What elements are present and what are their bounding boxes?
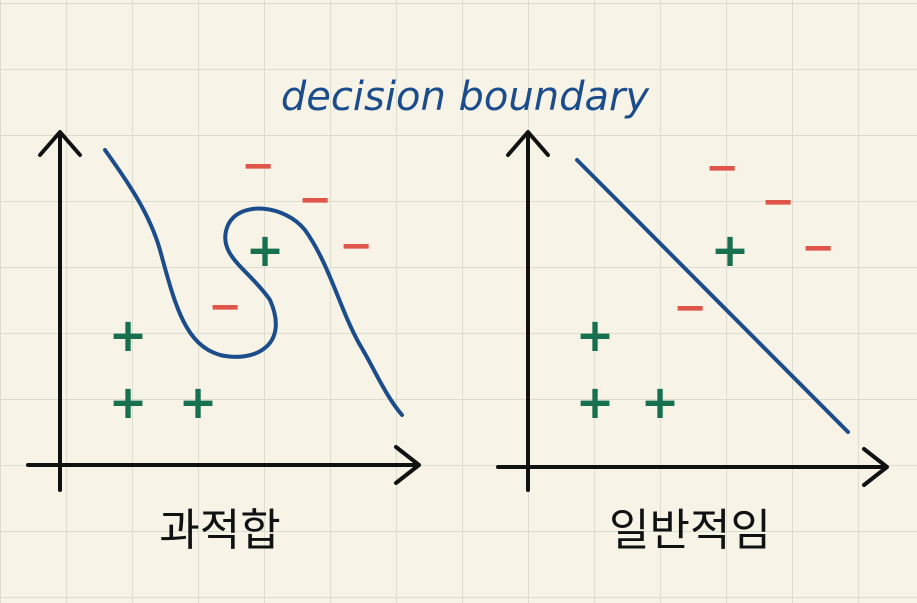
minus-point: − [673, 285, 707, 331]
minus-point: − [298, 177, 332, 223]
caption-overfitting: 과적합 [159, 505, 280, 556]
plus-point: + [179, 375, 218, 429]
minus-point: − [241, 143, 275, 189]
plus-point: + [711, 223, 750, 277]
diagram-title: decision boundary [281, 74, 651, 120]
general-boundary-line [575, 158, 850, 434]
caption-generalization: 일반적임 [609, 505, 771, 556]
minus-point: − [761, 179, 795, 225]
overfit-boundary-curve [103, 148, 404, 417]
plus-point: + [109, 308, 148, 362]
panel-generalization: + + + + − − − − 일반적임 [496, 130, 889, 556]
x-axis-arrow-left [394, 445, 421, 485]
plus-point: + [109, 375, 148, 429]
panel-overfitting: + + + + − − − − 과적합 [26, 130, 421, 556]
plus-point: + [641, 375, 680, 429]
y-axis-arrow-left [38, 130, 82, 157]
x-axis-arrow-right [862, 447, 889, 487]
plus-point: + [246, 223, 285, 277]
plus-point: + [576, 308, 615, 362]
minus-point: − [801, 225, 835, 271]
minus-point: − [208, 284, 242, 330]
y-axis-arrow-right [506, 130, 550, 157]
minus-point: − [339, 223, 373, 269]
plus-point: + [576, 375, 615, 429]
minus-point: − [705, 145, 739, 191]
